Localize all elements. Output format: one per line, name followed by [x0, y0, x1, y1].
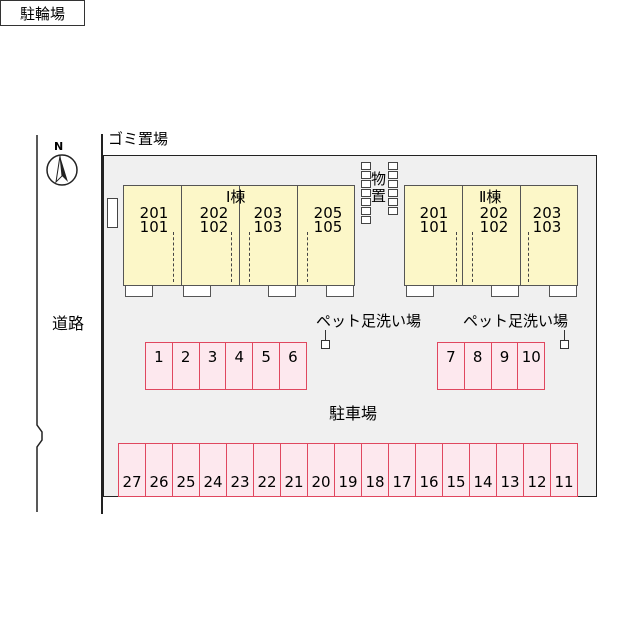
parking-space: 2 — [171, 342, 200, 390]
parking-space: 19 — [334, 443, 362, 497]
parking-space: 20 — [307, 443, 335, 497]
parking-space: 17 — [388, 443, 416, 497]
entrance-porch — [549, 285, 577, 297]
unit-number: 202 — [479, 204, 509, 222]
unit-number: 203 — [253, 204, 283, 222]
parking-space: 7 — [437, 342, 465, 390]
parking-space: 23 — [226, 443, 254, 497]
unit-number: 101 — [419, 218, 449, 236]
storage-label-2: 置 — [371, 187, 387, 205]
bicycle-parking: 駐輪場 — [0, 0, 85, 26]
entrance-porch — [268, 285, 296, 297]
parking-space: 16 — [415, 443, 443, 497]
building-1-label: Ⅰ棟 — [226, 188, 246, 206]
storage-label-1: 物 — [371, 170, 387, 188]
entrance-porch — [183, 285, 211, 297]
unit-number: 101 — [139, 218, 169, 236]
parking-space: 21 — [280, 443, 308, 497]
building-2 — [404, 185, 578, 286]
pet-wash-station — [560, 340, 569, 349]
parking-space: 18 — [361, 443, 389, 497]
building-1 — [123, 185, 355, 286]
pet-wash-leader — [325, 330, 327, 340]
entrance-porch — [406, 285, 434, 297]
pet-wash-leader — [564, 330, 566, 340]
unit-number: 205 — [313, 204, 343, 222]
parking-space: 13 — [496, 443, 524, 497]
unit-number: 103 — [532, 218, 562, 236]
parking-space: 27 — [118, 443, 146, 497]
parking-lot-label: 駐車場 — [329, 404, 378, 423]
parking-space: 12 — [523, 443, 551, 497]
unit-number: 202 — [199, 204, 229, 222]
parking-space: 4 — [225, 342, 254, 390]
parking-space: 15 — [442, 443, 470, 497]
unit-number: 103 — [253, 218, 283, 236]
parking-space: 6 — [279, 342, 307, 390]
unit-number: 102 — [199, 218, 229, 236]
parking-space: 8 — [463, 342, 492, 390]
storage-block-right — [388, 162, 398, 216]
bicycle-parking-label: 駐輪場 — [19, 4, 65, 23]
entrance-porch — [326, 285, 354, 297]
pet-wash-label: ペット足洗い場 — [463, 312, 569, 330]
parking-space: 5 — [252, 342, 280, 390]
north-arrow-icon — [46, 154, 78, 186]
parking-space: 3 — [198, 342, 227, 390]
parking-space: 11 — [550, 443, 578, 497]
parking-space: 24 — [199, 443, 227, 497]
north-label: N — [54, 140, 64, 153]
unit-number: 203 — [532, 204, 562, 222]
building-2-label: Ⅱ棟 — [479, 188, 502, 206]
parking-space: 1 — [145, 342, 173, 390]
entrance-porch — [491, 285, 519, 297]
pet-wash-station — [321, 340, 330, 349]
unit-number: 201 — [419, 204, 449, 222]
parking-space: 10 — [517, 342, 546, 390]
unit-number: 102 — [479, 218, 509, 236]
garbage-bin — [107, 198, 118, 228]
entrance-porch — [125, 285, 153, 297]
pet-wash-label: ペット足洗い場 — [316, 312, 422, 330]
parking-space: 14 — [469, 443, 497, 497]
unit-number: 105 — [313, 218, 343, 236]
garbage-label: ゴミ置場 — [108, 130, 169, 148]
road-label: 道路 — [52, 314, 85, 333]
site-boundary — [101, 134, 103, 514]
parking-space: 22 — [253, 443, 281, 497]
parking-space: 9 — [490, 342, 519, 390]
storage-block-left — [361, 162, 371, 225]
parking-space: 25 — [172, 443, 200, 497]
parking-space: 26 — [145, 443, 173, 497]
unit-number: 201 — [139, 204, 169, 222]
